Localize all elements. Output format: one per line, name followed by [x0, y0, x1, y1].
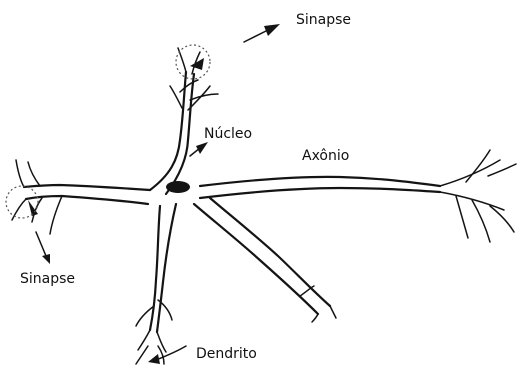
label-sinapse-top: Sinapse: [296, 12, 351, 28]
neuron-cell-body: [24, 72, 440, 332]
nucleus: [166, 181, 190, 193]
label-dendrito: Dendrito: [196, 346, 257, 362]
label-axonio: Axônio: [302, 148, 349, 164]
lower-right-branches: [300, 286, 336, 322]
label-nucleo: Núcleo: [204, 126, 252, 142]
axon-terminal-branches: [440, 150, 516, 242]
label-sinapse-left: Sinapse: [20, 271, 75, 287]
